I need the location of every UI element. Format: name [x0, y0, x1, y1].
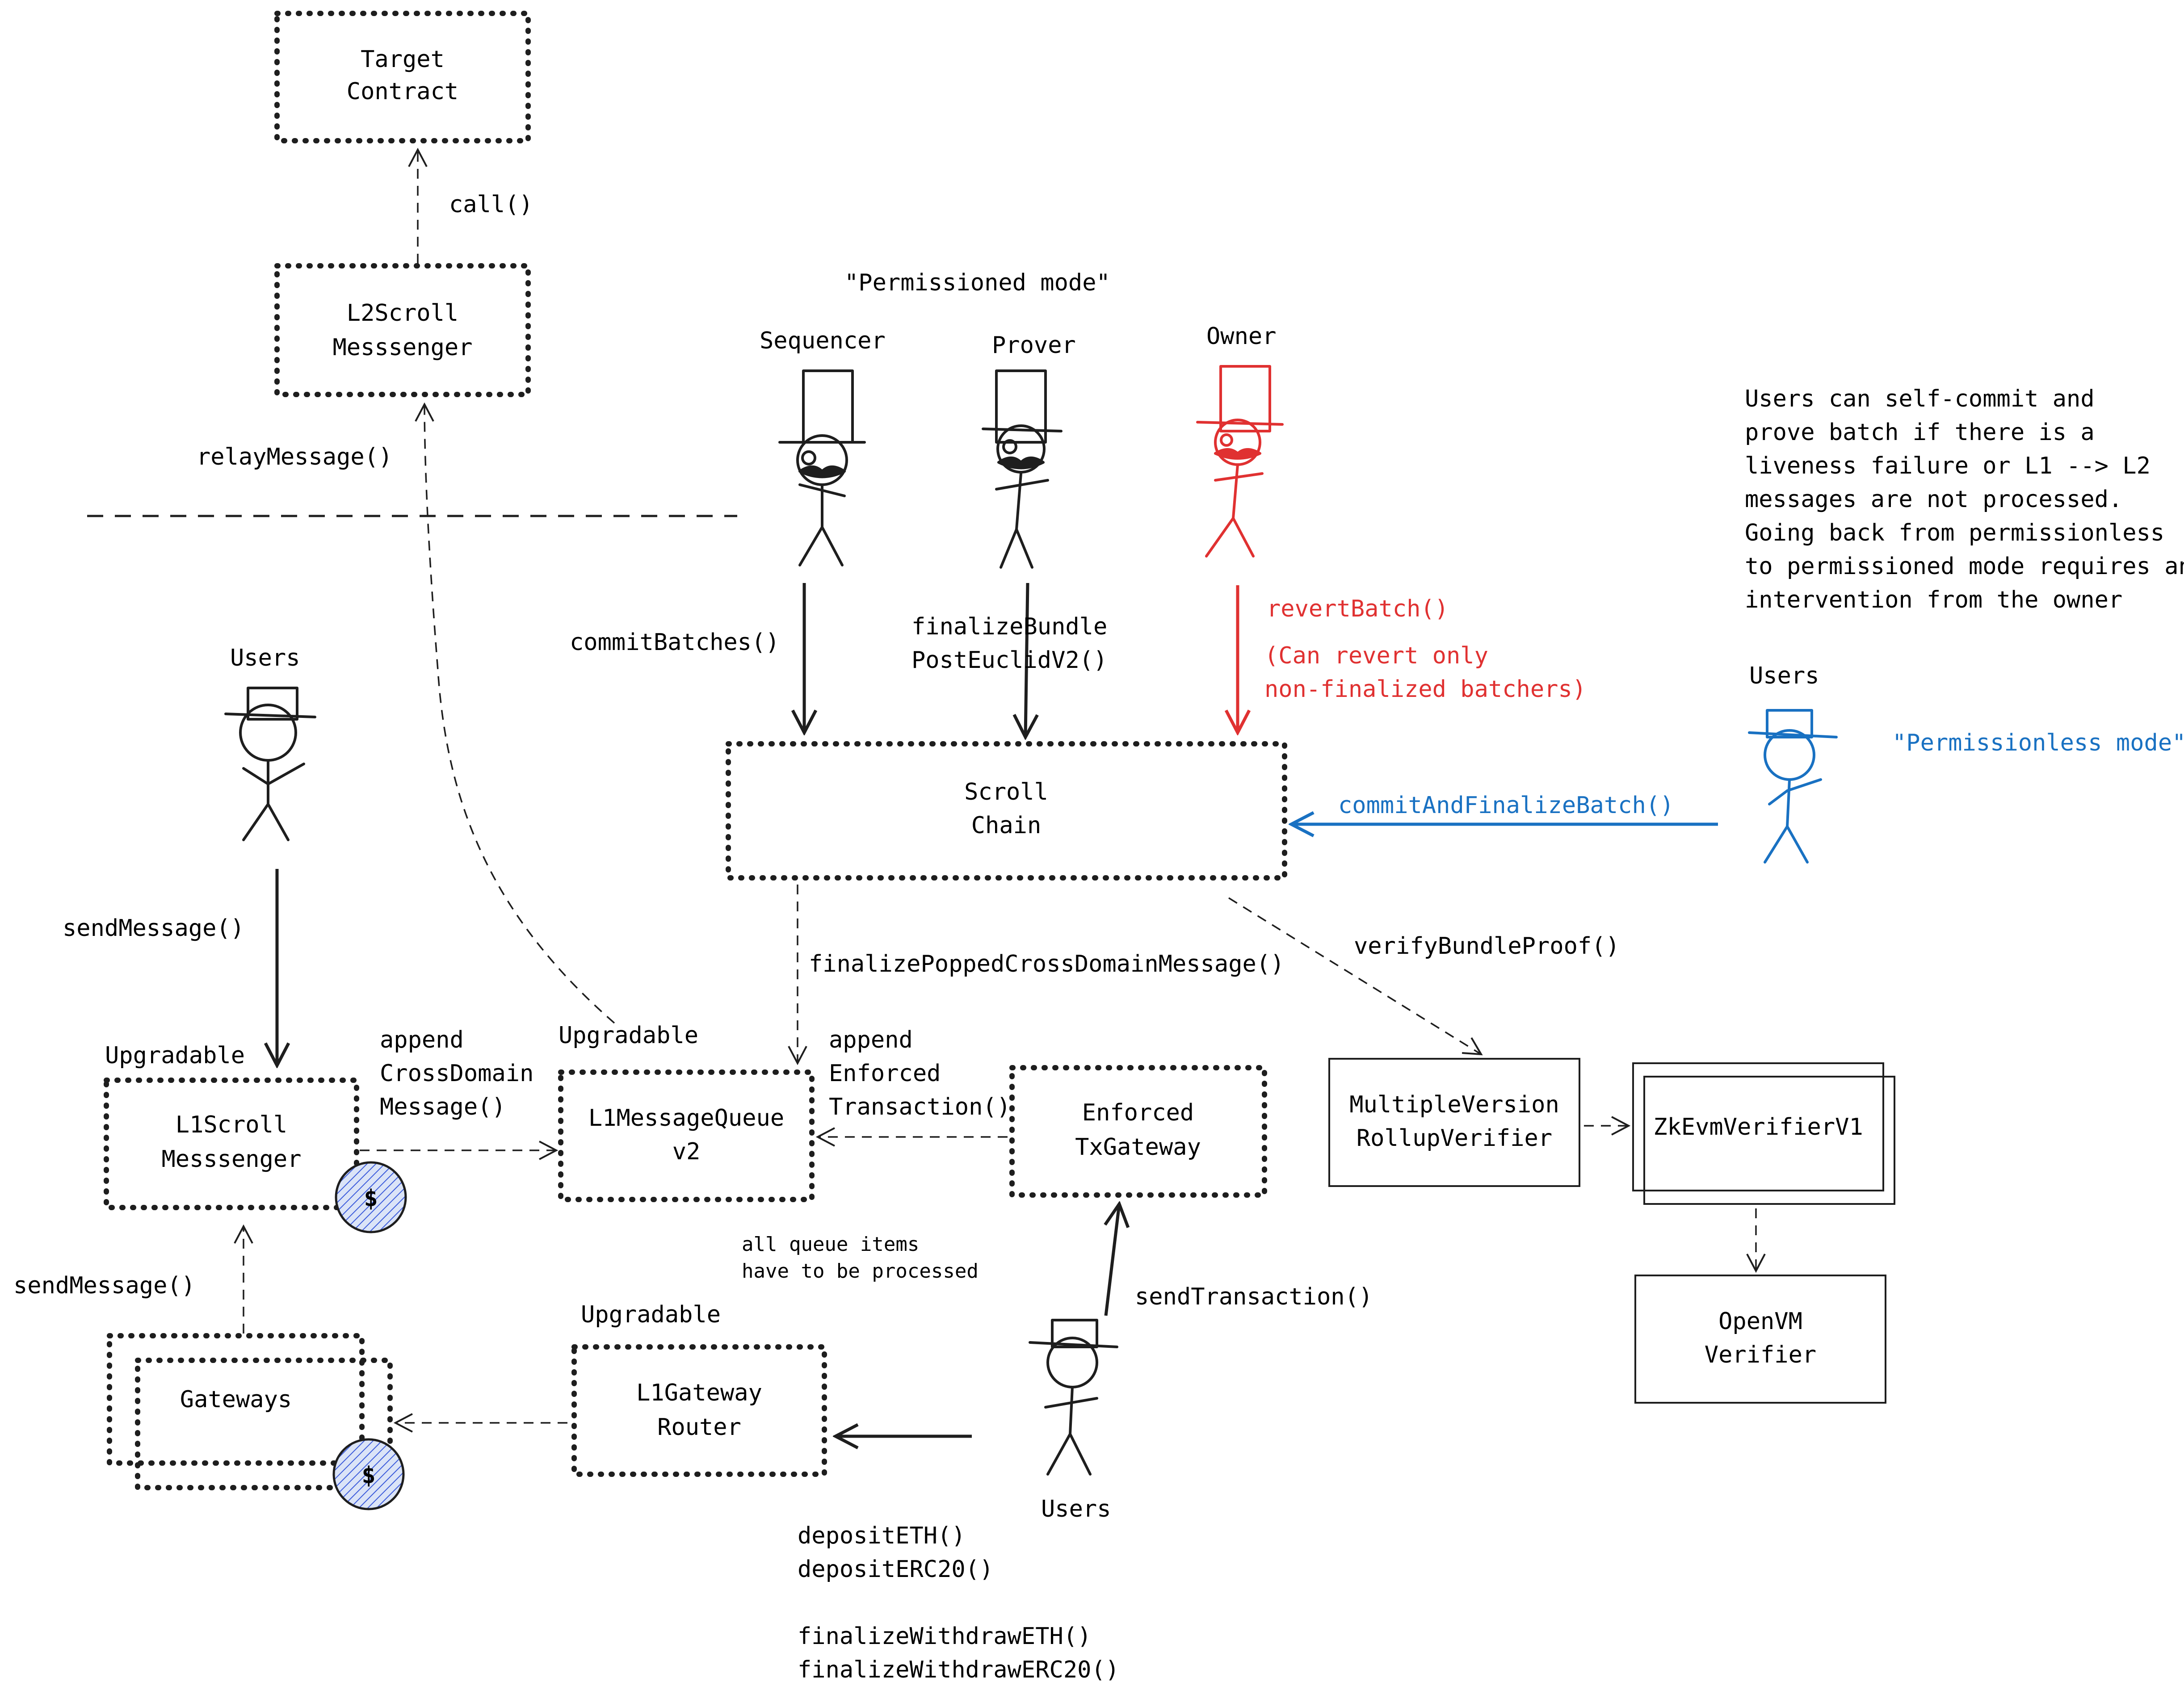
users-label: Users: [230, 645, 300, 671]
l2-scroll-messenger-box: L2Scroll Messsenger: [274, 263, 531, 397]
coin-icon: $: [335, 1161, 407, 1233]
users-label: Users: [1041, 1496, 1111, 1522]
zkevm-verifier-box: ZkEvmVerifierV1: [1632, 1062, 1895, 1205]
l1-message-queue-box: L1MessageQueue v2: [558, 1069, 815, 1202]
l1-messenger-label-2: Messsenger: [161, 1146, 301, 1173]
owner-figure: [1196, 365, 1284, 558]
note-line: Going back from permissionless: [1745, 520, 2164, 546]
append-cross-domain-label-1: append: [380, 1027, 464, 1053]
upgradable-tag: Upgradable: [559, 1022, 698, 1049]
revert-batch-label: revertBatch(): [1267, 595, 1449, 622]
router-label-2: Router: [657, 1414, 741, 1441]
enforced-label-1: Enforced: [1082, 1099, 1194, 1126]
append-enforced-label-1: append: [829, 1027, 913, 1053]
upgradable-tag: Upgradable: [581, 1301, 721, 1328]
multiple-version-rollup-verifier-box: MultipleVersion RollupVerifier: [1328, 1058, 1580, 1187]
coin-symbol: $: [361, 1462, 375, 1489]
users-figure: [224, 687, 316, 841]
append-cross-domain-label-3: Message(): [380, 1094, 506, 1120]
permissionless-mode-note: "Permissionless mode": [1892, 730, 2184, 756]
gateways-box: Gateways: [107, 1333, 393, 1490]
router-method: finalizeWithdrawETH(): [798, 1623, 1091, 1650]
scroll-chain-label-2: Chain: [971, 812, 1042, 839]
note-line: intervention from the owner: [1745, 587, 2122, 613]
router-method: depositERC20(): [798, 1556, 993, 1583]
relay-message-arrow: [424, 404, 615, 1024]
finalize-popped-label: finalizePoppedCrossDomainMessage(): [809, 951, 1284, 977]
target-contract-label-2: Contract: [347, 78, 458, 105]
prover-label: Prover: [992, 332, 1076, 359]
finalize-bundle-arrow: [1025, 583, 1028, 737]
scroll-chain-label-1: Scroll: [964, 779, 1048, 805]
sequencer-label: Sequencer: [760, 327, 886, 354]
send-message-label: sendMessage(): [63, 915, 244, 942]
self-commit-note: Users can self-commit and prove batch if…: [1745, 386, 2184, 613]
multi-verifier-label-1: MultipleVersion: [1349, 1091, 1559, 1118]
note-line: to permissioned mode requires an: [1745, 553, 2184, 580]
openvm-label-1: OpenVM: [1718, 1308, 1802, 1335]
l2-messenger-label-2: Messsenger: [332, 334, 472, 361]
verify-bundle-arrow: [1228, 897, 1481, 1054]
l1-gateway-router-box: L1Gateway Router: [571, 1344, 827, 1477]
sequencer-figure: [778, 369, 866, 566]
revert-note-1: (Can revert only: [1264, 642, 1488, 669]
target-contract-label-1: Target: [361, 46, 445, 73]
note-line: prove batch if there is a: [1745, 419, 2095, 446]
owner-label: Owner: [1206, 323, 1277, 350]
users-figure: [1029, 1319, 1118, 1476]
users-label: Users: [1749, 663, 1819, 689]
zkevm-verifier-label: ZkEvmVerifierV1: [1653, 1114, 1863, 1141]
queue-note-2: have to be processed: [742, 1260, 979, 1283]
note-line: messages are not processed.: [1745, 486, 2122, 513]
prover-figure: [982, 369, 1063, 569]
router-label-1: L1Gateway: [636, 1380, 762, 1406]
router-method: finalizeWithdrawERC20(): [798, 1656, 1119, 1683]
scroll-chain-box: Scroll Chain: [726, 741, 1287, 881]
gateways-send-message-label: sendMessage(): [13, 1272, 195, 1299]
enforced-tx-gateway-box: Enforced TxGateway: [1009, 1065, 1267, 1198]
note-line: Users can self-commit and: [1745, 386, 2095, 412]
l1-messenger-label-1: L1Scroll: [176, 1111, 287, 1138]
coin-icon: $: [332, 1438, 405, 1510]
router-method: depositETH(): [798, 1522, 966, 1549]
append-cross-domain-label-2: CrossDomain: [380, 1060, 533, 1087]
enforced-label-2: TxGateway: [1075, 1134, 1201, 1161]
send-transaction-arrow: [1106, 1204, 1119, 1316]
append-enforced-label-3: Transaction(): [829, 1094, 1011, 1120]
multi-verifier-label-2: RollupVerifier: [1357, 1125, 1552, 1152]
gateways-label: Gateways: [180, 1386, 292, 1413]
coin-symbol: $: [364, 1185, 378, 1212]
l1-scroll-messenger-box: L1Scroll Messsenger: [104, 1078, 359, 1210]
queue-note-1: all queue items: [742, 1233, 919, 1256]
commit-batches-label: commitBatches(): [570, 629, 780, 656]
permissioned-mode-note: "Permissioned mode": [844, 269, 1110, 296]
note-line: liveness failure or L1 --> L2: [1745, 453, 2150, 479]
call-label: call(): [449, 191, 533, 218]
openvm-verifier-box: OpenVM Verifier: [1634, 1275, 1886, 1404]
send-transaction-label: sendTransaction(): [1135, 1283, 1373, 1310]
relay-message-label: relayMessage(): [197, 444, 392, 470]
verify-bundle-label: verifyBundleProof(): [1354, 933, 1620, 960]
users-figure: [1748, 709, 1838, 864]
l2-messenger-label-1: L2Scroll: [347, 300, 458, 327]
commit-and-finalize-label: commitAndFinalizeBatch(): [1338, 792, 1674, 819]
upgradable-tag: Upgradable: [105, 1042, 245, 1069]
l1-queue-label-1: L1MessageQueue: [588, 1105, 784, 1132]
revert-note-2: non-finalized batchers): [1264, 676, 1586, 703]
finalize-bundle-label-2: PostEuclidV2(): [911, 647, 1107, 674]
append-enforced-label-2: Enforced: [829, 1060, 941, 1087]
finalize-bundle-label-1: finalizeBundle: [911, 613, 1107, 640]
l1-queue-label-2: v2: [672, 1138, 701, 1165]
target-contract-box: Target Contract: [274, 11, 531, 143]
openvm-label-2: Verifier: [1705, 1342, 1816, 1368]
